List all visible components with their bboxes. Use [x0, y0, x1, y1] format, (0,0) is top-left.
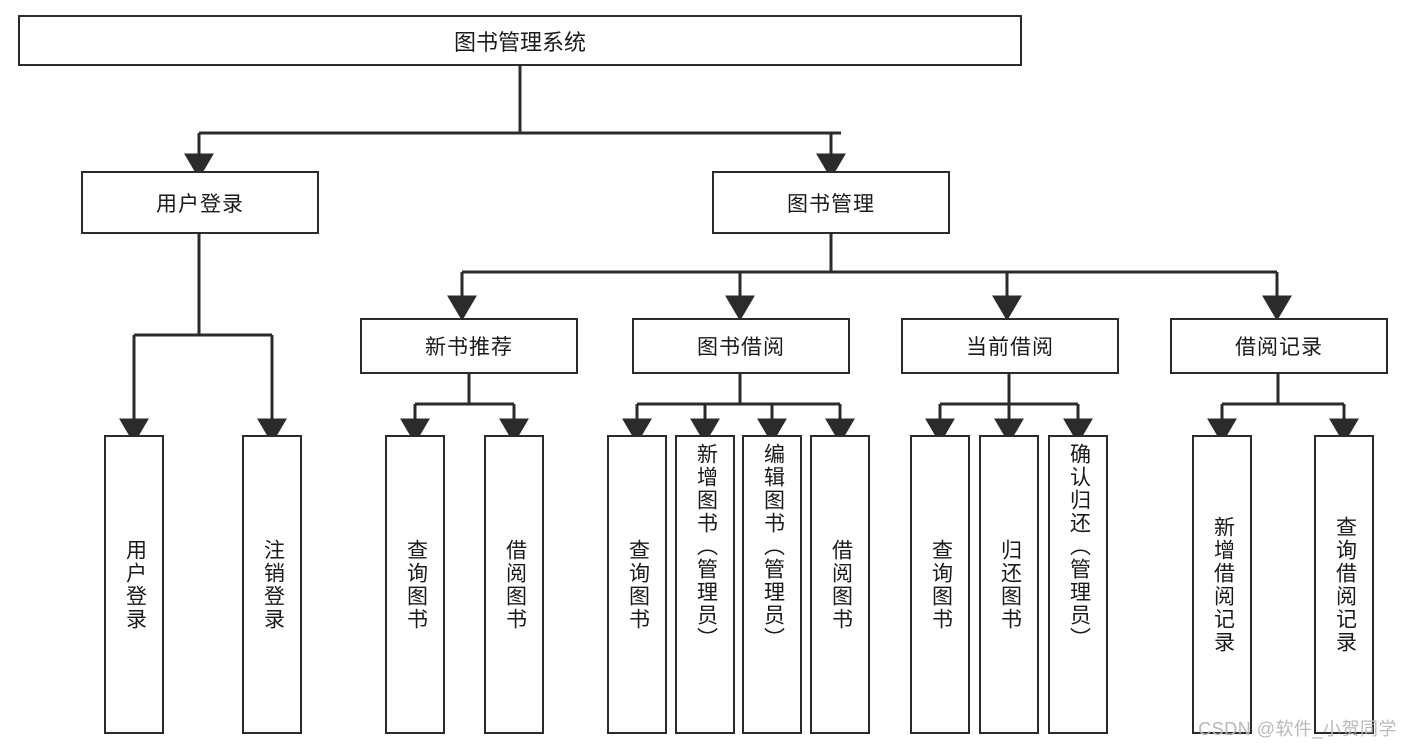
- node-user-login[interactable]: 用户登录: [81, 171, 319, 234]
- node-current-borrow[interactable]: 当前借阅: [901, 318, 1119, 374]
- leaf-borrow-borrow-book[interactable]: 借阅图书: [810, 435, 870, 734]
- leaf-current-return-book[interactable]: 归还图书: [979, 435, 1039, 734]
- leaf-current-query-book[interactable]: 查询图书: [910, 435, 970, 734]
- node-book-management[interactable]: 图书管理: [712, 171, 950, 234]
- leaf-label: 查询图书: [626, 538, 650, 631]
- leaf-label: 归还图书: [998, 538, 1022, 631]
- leaf-new-book-borrow[interactable]: 借阅图书: [484, 435, 544, 734]
- leaf-label: 确认归还（管理员）: [1067, 443, 1091, 650]
- leaf-borrow-query-book[interactable]: 查询图书: [607, 435, 667, 734]
- leaf-label: 编辑图书（管理员）: [761, 443, 785, 650]
- leaf-record-query-record[interactable]: 查询借阅记录: [1314, 435, 1374, 734]
- node-book-borrow[interactable]: 图书借阅: [632, 318, 850, 374]
- node-new-book-recommend[interactable]: 新书推荐: [360, 318, 578, 374]
- leaf-label: 新增借阅记录: [1211, 515, 1235, 654]
- leaf-current-confirm-return-admin[interactable]: 确认归还（管理员）: [1048, 435, 1108, 734]
- leaf-label: 借阅图书: [829, 538, 853, 631]
- leaf-borrow-add-book-admin[interactable]: 新增图书（管理员）: [675, 435, 735, 734]
- leaf-borrow-edit-book-admin[interactable]: 编辑图书（管理员）: [742, 435, 802, 734]
- leaf-user-login-logout[interactable]: 注销登录: [242, 435, 302, 734]
- leaf-label: 注销登录: [261, 538, 285, 631]
- leaf-label: 查询图书: [929, 538, 953, 631]
- leaf-record-add-record[interactable]: 新增借阅记录: [1192, 435, 1252, 734]
- leaf-user-login-login[interactable]: 用户登录: [104, 435, 164, 734]
- leaf-new-book-query[interactable]: 查询图书: [385, 435, 445, 734]
- leaf-label: 用户登录: [123, 538, 147, 631]
- node-borrow-record[interactable]: 借阅记录: [1170, 318, 1388, 374]
- leaf-label: 借阅图书: [503, 538, 527, 631]
- leaf-label: 新增图书（管理员）: [694, 443, 718, 650]
- leaf-label: 查询借阅记录: [1333, 515, 1357, 654]
- leaf-label: 查询图书: [404, 538, 428, 631]
- watermark-text: CSDN @软件_小贺同学: [1198, 719, 1397, 739]
- node-root-system[interactable]: 图书管理系统: [18, 15, 1022, 66]
